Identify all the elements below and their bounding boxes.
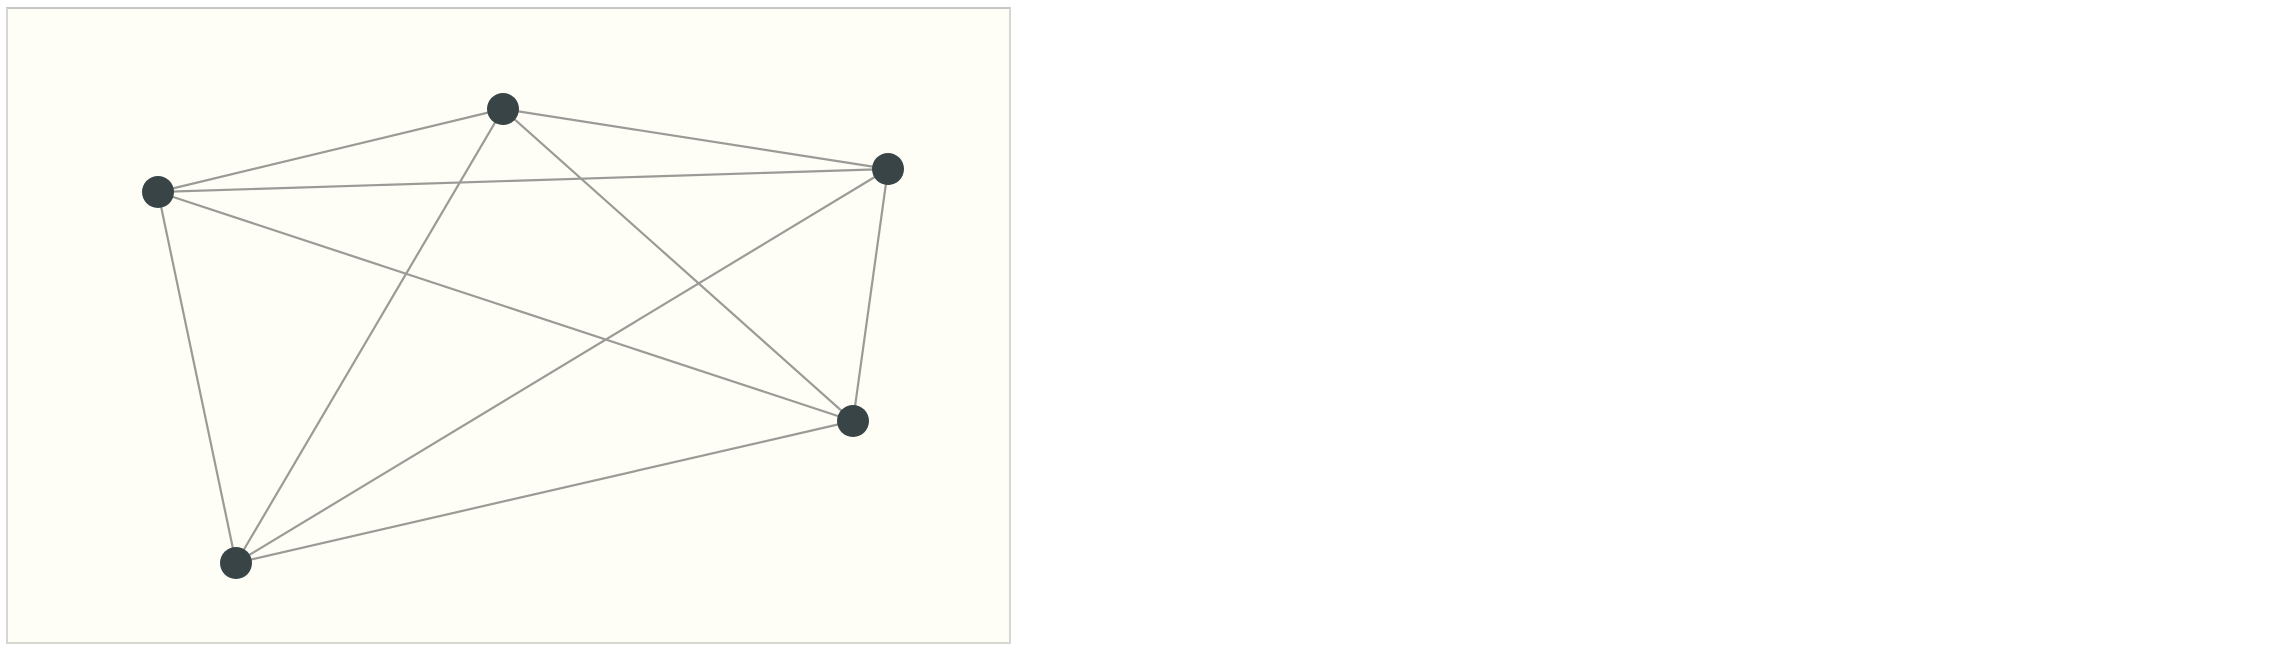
- graph-diagram: [142, 93, 904, 579]
- nodes-layer: [142, 93, 904, 579]
- node-n1: [142, 176, 174, 208]
- edge-n1-n2: [157, 107, 504, 194]
- node-n3: [872, 153, 904, 185]
- edge-n2-n4: [502, 108, 854, 422]
- node-n5: [220, 547, 252, 579]
- node-n2: [487, 93, 519, 125]
- edge-n2-n3: [502, 107, 889, 171]
- edges-layer: [156, 107, 890, 565]
- edge-n1-n5: [156, 191, 238, 564]
- edge-n3-n4: [851, 168, 890, 422]
- graph-canvas: [6, 7, 1011, 644]
- edge-n2-n5: [235, 108, 504, 564]
- edge-n1-n3: [157, 167, 889, 194]
- node-n4: [837, 405, 869, 437]
- edge-n1-n4: [157, 190, 854, 423]
- edge-n4-n5: [235, 419, 854, 565]
- edge-n3-n5: [235, 168, 889, 564]
